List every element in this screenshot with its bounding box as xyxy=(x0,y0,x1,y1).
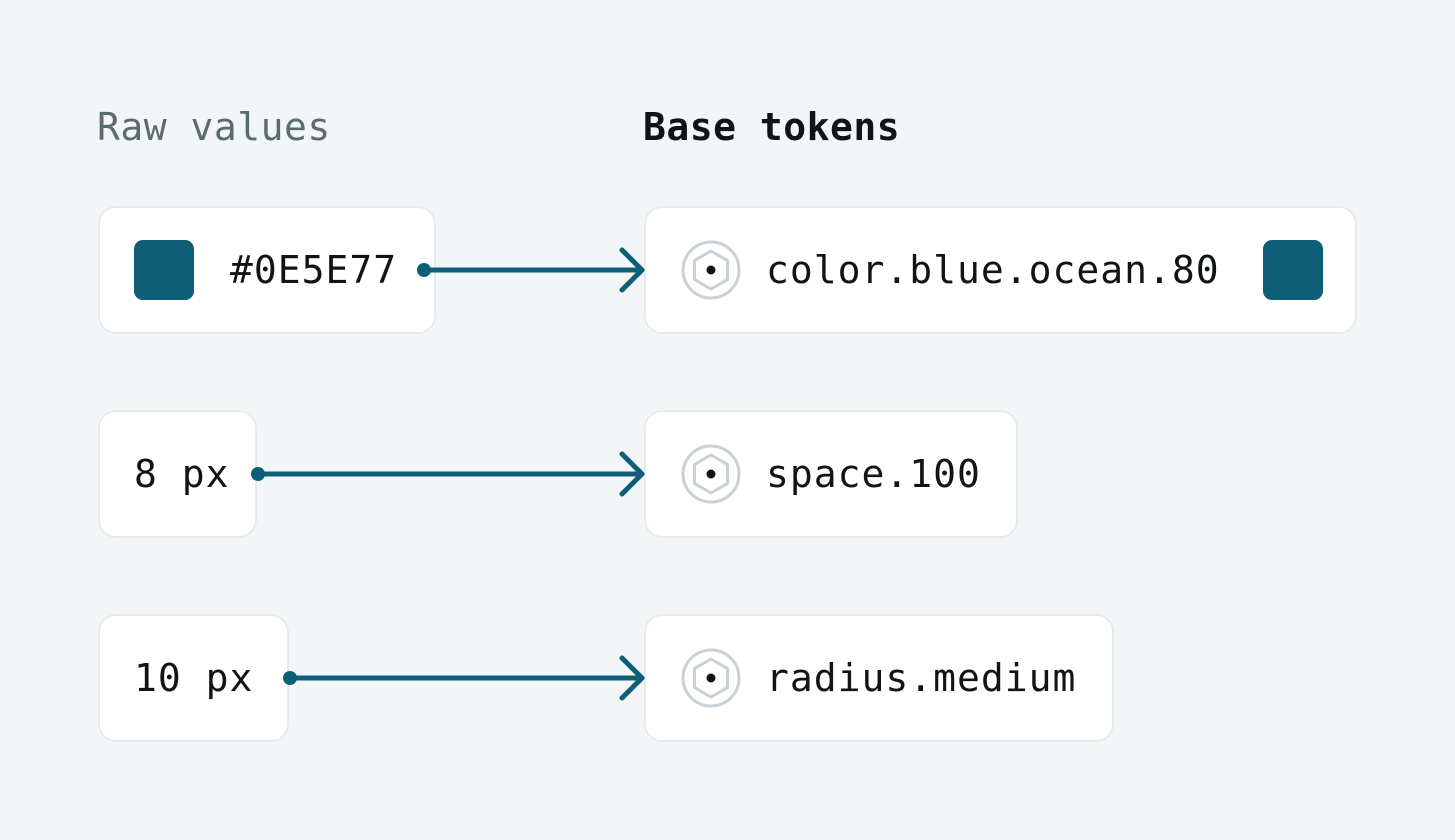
raw-value-card-radius: 10 px xyxy=(98,614,289,742)
token-name: space.100 xyxy=(766,452,981,496)
base-tokens-heading: Base tokens xyxy=(643,105,901,149)
raw-value-text: 8 px xyxy=(134,452,230,496)
color-swatch-token xyxy=(1263,240,1323,300)
token-name: radius.medium xyxy=(766,656,1077,700)
raw-value-card-space: 8 px xyxy=(98,410,257,538)
token-card-radius: radius.medium xyxy=(644,614,1114,742)
color-swatch-raw xyxy=(134,240,194,300)
connector-arrow-radius xyxy=(283,655,645,701)
token-hexagon-icon xyxy=(680,647,742,709)
raw-values-heading: Raw values xyxy=(97,105,331,149)
raw-value-card-color: #0E5E77 xyxy=(98,206,436,334)
token-name: color.blue.ocean.80 xyxy=(766,248,1220,292)
token-card-color: color.blue.ocean.80 xyxy=(644,206,1357,334)
token-hexagon-icon xyxy=(680,443,742,505)
raw-value-text: 10 px xyxy=(134,656,254,700)
token-card-space: space.100 xyxy=(644,410,1018,538)
token-hexagon-icon xyxy=(680,239,742,301)
connector-arrow-color xyxy=(417,247,645,293)
raw-value-text: #0E5E77 xyxy=(230,248,398,292)
connector-arrow-space xyxy=(251,451,645,497)
